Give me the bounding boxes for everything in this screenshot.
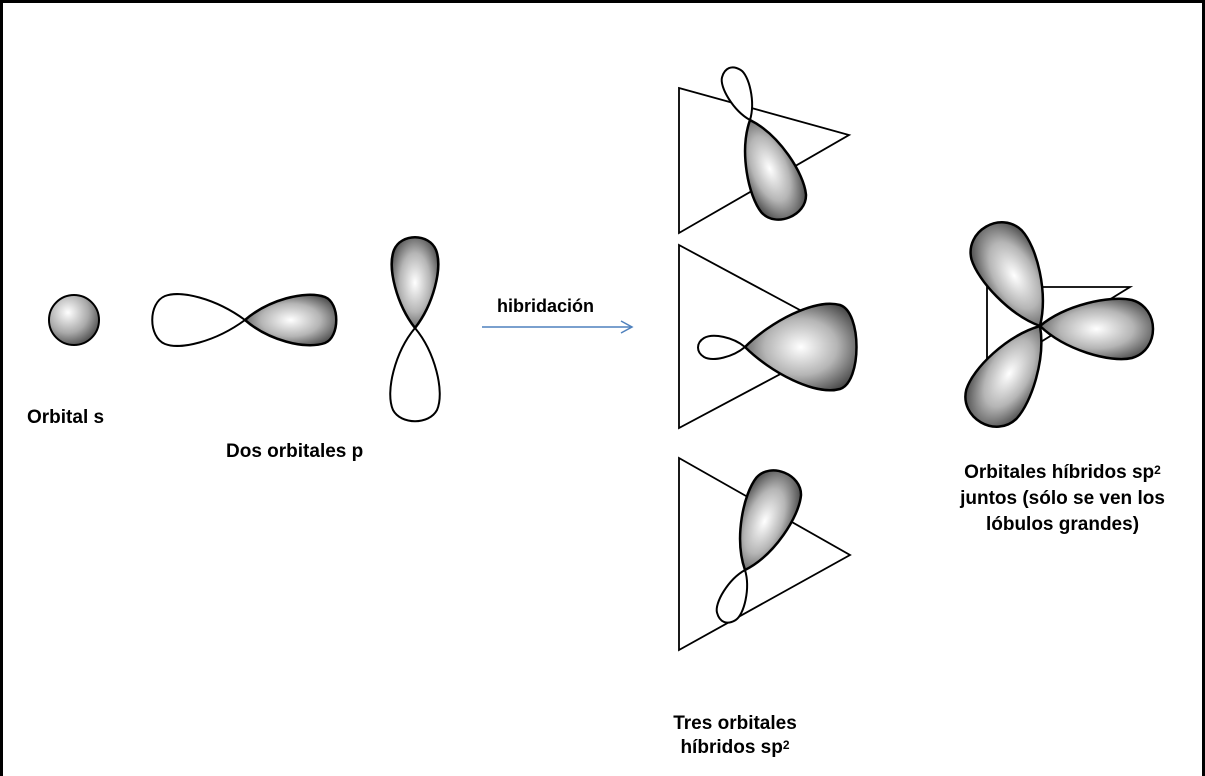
sp2-hybrid-orbital-top: [678, 66, 852, 235]
juntos-line1-text: Orbitales híbridos sp: [964, 462, 1155, 483]
hibridacion-label: hibridación: [497, 296, 595, 316]
p-orbital-vertical: [389, 236, 441, 423]
hybrid-large-lobe-top: [743, 118, 808, 221]
sp2-hybrid-orbital-middle: [678, 243, 858, 430]
tres-orbitales-superscript: 2: [782, 738, 790, 752]
combined-lobe-upper-left: [969, 221, 1044, 328]
p-orbital-lobe-white-bottom: [389, 326, 441, 423]
p-orbital-lobe-shaded-top: [390, 236, 440, 331]
p-orbital-horizontal: [151, 293, 338, 347]
orbital-s-label: Orbital s: [27, 407, 105, 428]
combined-lobe-right: [1038, 297, 1155, 361]
p-orbital-lobe-white: [151, 293, 247, 347]
hybrid-small-lobe-middle: [697, 334, 747, 360]
combined-lobe-lower-left: [964, 324, 1043, 428]
juntos-superscript: 2: [1154, 463, 1161, 477]
hybrid-large-lobe-middle: [743, 302, 858, 392]
hybrid-small-lobe-bottom: [715, 568, 749, 624]
tres-orbitales-label: Tres orbitales híbridos sp2: [620, 712, 850, 760]
hybrid-small-lobe-top: [720, 66, 754, 122]
triangle-middle: [678, 243, 852, 430]
tres-orbitales-line2: híbridos sp2: [620, 736, 850, 760]
juntos-line1: Orbitales híbridos sp2: [925, 460, 1200, 486]
tres-orbitales-line2-text: híbridos sp: [680, 737, 783, 758]
orbitales-juntos-label: Orbitales híbridos sp2 juntos (sólo se v…: [925, 460, 1200, 538]
sp2-hybrid-orbitals-combined: [964, 221, 1155, 428]
sp2-hybrid-orbital-bottom: [678, 456, 852, 652]
juntos-line3: lóbulos grandes): [985, 514, 1140, 535]
s-orbital-sphere: [48, 294, 100, 346]
dos-orbitales-p-label: Dos orbitales p: [226, 441, 364, 462]
juntos-line2: juntos (sólo se ven los: [960, 488, 1165, 509]
p-orbital-lobe-shaded: [243, 293, 338, 347]
hybrid-large-lobe-bottom: [738, 469, 803, 572]
tres-orbitales-line1: Tres orbitales: [673, 713, 797, 734]
